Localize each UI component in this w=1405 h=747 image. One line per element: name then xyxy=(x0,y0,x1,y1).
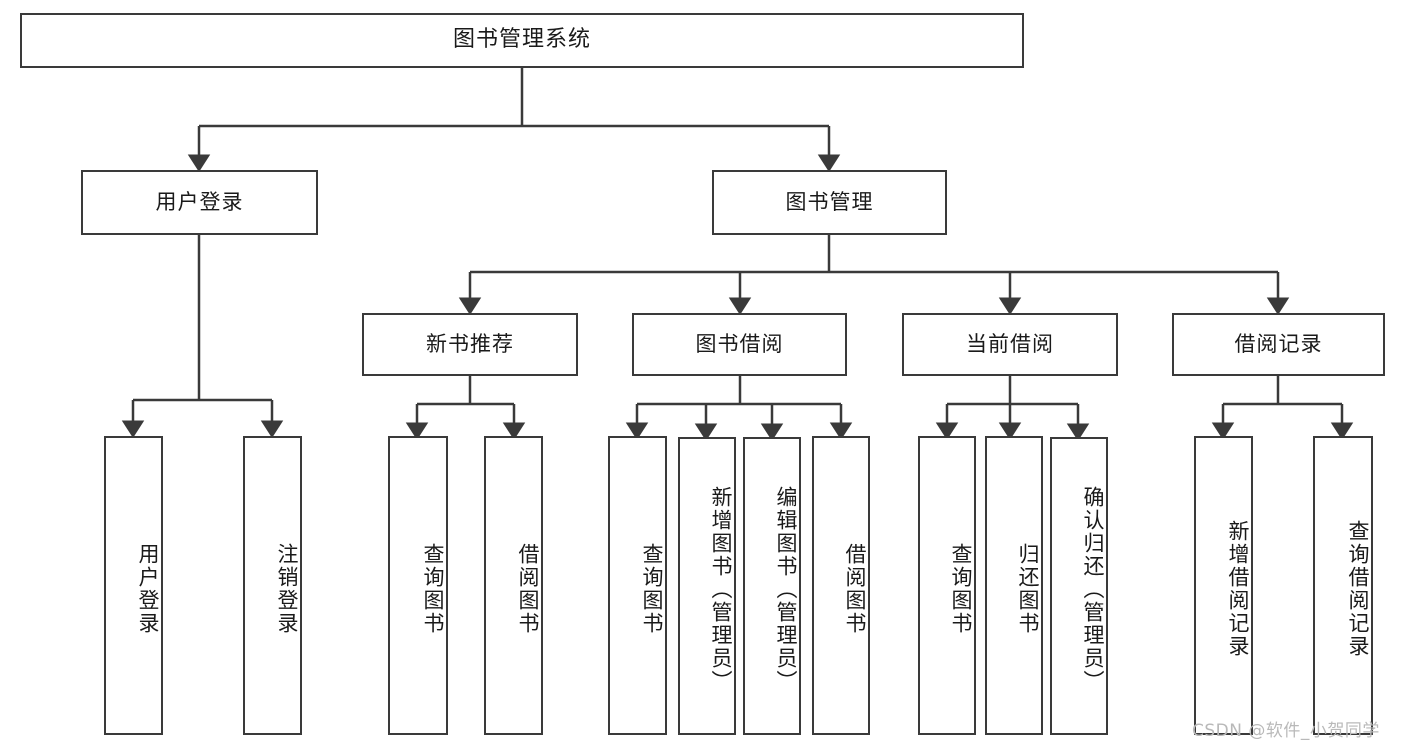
leaf-query-book-new[interactable]: 查询图书 xyxy=(388,436,448,735)
node-label: 借阅记录 xyxy=(1234,331,1323,356)
leaf-add-book-admin[interactable]: 新增图书（管理员） xyxy=(678,437,736,735)
node-book-borrow[interactable]: 图书借阅 xyxy=(632,313,847,376)
leaf-user-login[interactable]: 用户登录 xyxy=(104,436,163,735)
node-label: 查询图书 xyxy=(640,542,664,635)
node-root[interactable]: 图书管理系统 xyxy=(20,13,1024,68)
leaf-return-book[interactable]: 归还图书 xyxy=(985,436,1043,735)
node-label: 当前借阅 xyxy=(966,331,1054,356)
node-user-login[interactable]: 用户登录 xyxy=(81,170,318,235)
node-label: 借阅图书 xyxy=(516,542,540,635)
node-label: 编辑图书（管理员） xyxy=(774,485,798,693)
node-label: 新增借阅记录 xyxy=(1226,519,1250,658)
node-label: 归还图书 xyxy=(1016,542,1040,635)
node-label: 注销登录 xyxy=(275,542,299,635)
node-label: 用户登录 xyxy=(155,189,244,214)
node-label: 用户登录 xyxy=(136,542,160,635)
node-current-borrow[interactable]: 当前借阅 xyxy=(902,313,1118,376)
node-label: 借阅图书 xyxy=(843,542,867,635)
leaf-user-logout[interactable]: 注销登录 xyxy=(243,436,302,735)
leaf-borrow-book-new[interactable]: 借阅图书 xyxy=(484,436,543,735)
node-label: 查询图书 xyxy=(421,542,445,635)
node-book-management[interactable]: 图书管理 xyxy=(712,170,947,235)
leaf-confirm-return-admin[interactable]: 确认归还（管理员） xyxy=(1050,437,1108,735)
node-label: 新增图书（管理员） xyxy=(709,485,733,693)
leaf-borrow-book[interactable]: 借阅图书 xyxy=(812,436,870,735)
node-label: 图书管理 xyxy=(785,189,874,214)
node-label: 新书推荐 xyxy=(426,331,514,356)
node-new-book-recommend[interactable]: 新书推荐 xyxy=(362,313,578,376)
leaf-query-book-borrow[interactable]: 查询图书 xyxy=(608,436,667,735)
leaf-query-borrow-record[interactable]: 查询借阅记录 xyxy=(1313,436,1373,735)
node-label: 确认归还（管理员） xyxy=(1081,485,1105,693)
leaf-add-borrow-record[interactable]: 新增借阅记录 xyxy=(1194,436,1253,735)
csdn-watermark: CSDN @软件_小贺同学 xyxy=(1192,721,1380,741)
leaf-edit-book-admin[interactable]: 编辑图书（管理员） xyxy=(743,437,801,735)
node-label: 图书借阅 xyxy=(695,331,784,356)
node-label: 查询借阅记录 xyxy=(1346,519,1370,658)
leaf-query-book-current[interactable]: 查询图书 xyxy=(918,436,976,735)
node-label: 图书管理系统 xyxy=(452,27,591,53)
node-borrow-records[interactable]: 借阅记录 xyxy=(1172,313,1385,376)
node-label: 查询图书 xyxy=(949,542,973,635)
